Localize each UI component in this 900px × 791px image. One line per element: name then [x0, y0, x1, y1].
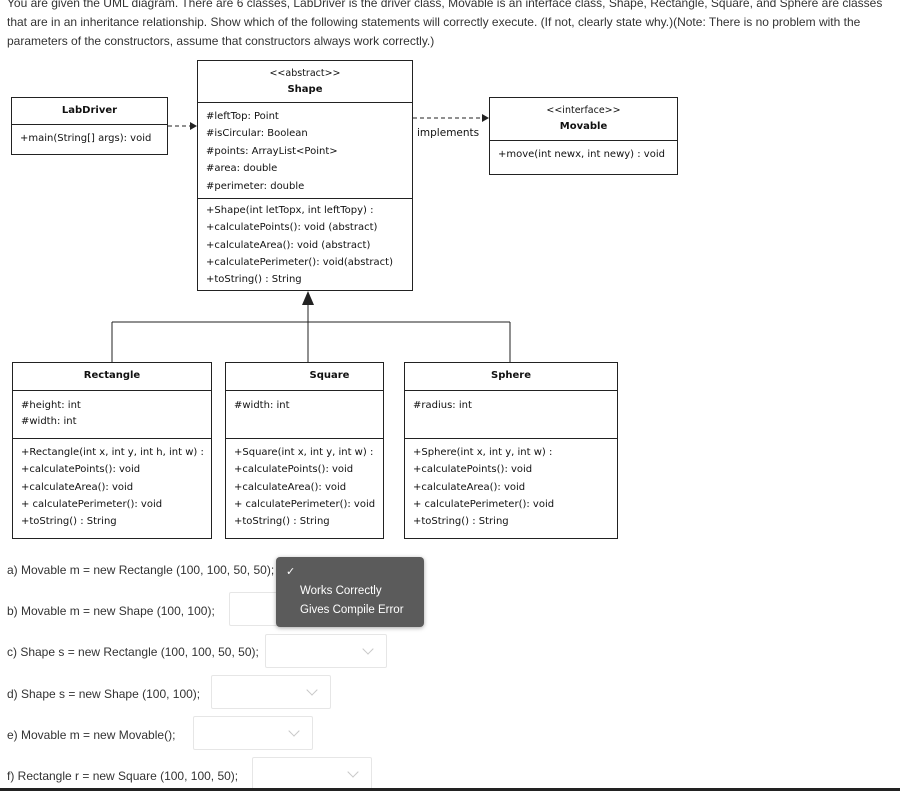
class-attribute: #points: ArrayList<Point>	[206, 146, 338, 157]
chevron-down-icon	[306, 684, 318, 696]
class-attribute: #perimeter: double	[206, 181, 305, 192]
class-attribute: #width: int	[21, 416, 77, 427]
option-gives-compile-error[interactable]: Gives Compile Error	[300, 604, 404, 616]
class-attribute: #radius: int	[413, 400, 472, 411]
class-method: + calculatePerimeter(): void	[21, 499, 163, 510]
class-method: + calculatePerimeter(): void	[413, 499, 555, 510]
uml-class-movable: <<interface>> Movable +move(int newx, in…	[489, 97, 678, 175]
class-method: +calculateArea(): void	[413, 482, 526, 493]
class-method: +calculatePerimeter(): void(abstract)	[206, 257, 393, 268]
bottom-divider	[0, 788, 900, 791]
class-stereotype: <<interface>>	[546, 105, 621, 116]
class-attribute: #area: double	[206, 163, 278, 174]
class-name: Shape	[287, 84, 323, 95]
class-method: +calculatePoints(): void (abstract)	[206, 222, 378, 233]
class-method: +calculatePoints(): void	[21, 464, 141, 475]
class-stereotype: <<abstract>>	[269, 68, 341, 79]
uml-class-rectangle: Rectangle #height: int #width: int +Rect…	[12, 362, 212, 539]
class-method: +toString() : String	[206, 274, 302, 285]
class-method: +Shape(int letTopx, int leftTopy) :	[206, 205, 374, 216]
answer-dropdown-menu: ✓ Works Correctly Gives Compile Error	[276, 557, 424, 627]
class-attribute: #width: int	[234, 400, 290, 411]
class-method: +toString() : String	[413, 516, 509, 527]
class-name: Square	[309, 370, 350, 381]
class-name: Movable	[559, 121, 608, 132]
chevron-down-icon	[288, 725, 300, 737]
question-intro: You are given the UML diagram. There are…	[7, 0, 883, 48]
class-method: +toString() : String	[234, 516, 330, 527]
question-d-label: d) Shape s = new Shape (100, 100);	[7, 687, 201, 701]
class-method: +Square(int x, int y, int w) :	[234, 447, 374, 458]
class-attribute: #leftTop: Point	[206, 111, 279, 122]
uml-class-sphere: Sphere #radius: int +Sphere(int x, int y…	[404, 362, 618, 539]
class-method: +main(String[] args): void	[20, 133, 152, 144]
class-name: LabDriver	[61, 105, 118, 116]
class-attribute: #isCircular: Boolean	[206, 128, 308, 139]
class-method: +move(int newx, int newy) : void	[498, 149, 665, 160]
uml-class-square: Square #width: int +Square(int x, int y,…	[225, 362, 384, 539]
check-icon: ✓	[286, 566, 296, 578]
option-works-correctly[interactable]: Works Correctly	[300, 585, 382, 597]
question-f-select[interactable]	[252, 757, 372, 791]
class-attribute: #height: int	[21, 400, 81, 411]
question-b-label: b) Movable m = new Shape (100, 100);	[7, 604, 215, 618]
question-c-label: c) Shape s = new Rectangle (100, 100, 50…	[7, 645, 259, 659]
chevron-down-icon	[362, 643, 374, 655]
class-name: Sphere	[491, 370, 531, 381]
implements-label: implements	[417, 127, 480, 139]
question-b-select[interactable]	[229, 592, 279, 626]
class-method: +calculatePoints(): void	[413, 464, 533, 475]
class-method: +calculateArea(): void (abstract)	[206, 240, 371, 251]
class-method: +toString() : String	[21, 516, 117, 527]
class-method: + calculatePerimeter(): void	[234, 499, 376, 510]
class-method: +calculateArea(): void	[21, 482, 134, 493]
uml-class-shape: <<abstract>> Shape #leftTop: Point #isCi…	[197, 60, 413, 291]
question-e-label: e) Movable m = new Movable();	[7, 728, 176, 742]
chevron-down-icon	[347, 766, 359, 778]
class-method: +Sphere(int x, int y, int w) :	[413, 447, 553, 458]
class-method: +calculatePoints(): void	[234, 464, 354, 475]
question-a-label: a) Movable m = new Rectangle (100, 100, …	[7, 563, 275, 577]
class-method: +Rectangle(int x, int y, int h, int w) :	[21, 447, 204, 458]
question-e-select[interactable]	[193, 716, 313, 750]
question-f-label: f) Rectangle r = new Square (100, 100, 5…	[7, 769, 239, 783]
question-c-select[interactable]	[265, 634, 387, 668]
question-d-select[interactable]	[211, 675, 331, 709]
uml-class-labdriver: LabDriver +main(String[] args): void	[11, 97, 168, 155]
class-name: Rectangle	[83, 370, 141, 381]
class-method: +calculateArea(): void	[234, 482, 347, 493]
